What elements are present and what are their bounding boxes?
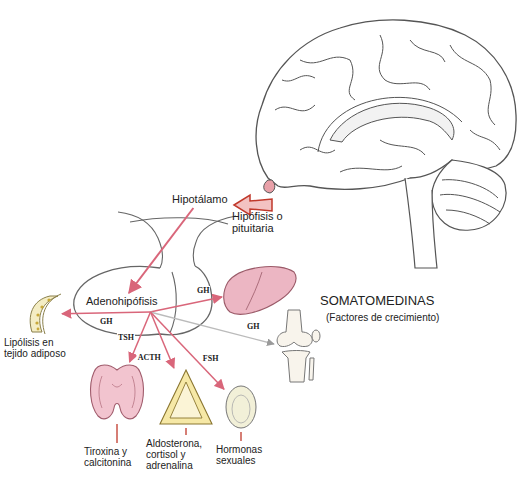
organ-part [30, 296, 58, 332]
structure-label: Hipófisis o pituitaria [232, 210, 306, 234]
adipose-tissue: Lipólisis en tejido adiposo [28, 294, 62, 334]
pituitary-lobe [74, 266, 212, 335]
organ-caption: Aldosterona, cortisol y adrenalina [146, 438, 212, 471]
label-anchor: ACTH [137, 352, 162, 361]
gyrus-line [379, 35, 430, 90]
product-label: SOMATOMEDINAS [320, 294, 434, 308]
organ-part [170, 382, 202, 418]
organ-shape [88, 362, 146, 422]
hormone-arrow [150, 312, 274, 344]
organ-part [226, 386, 256, 428]
leader-line [185, 428, 186, 435]
knee-drawing [277, 310, 320, 382]
gyrus-line [410, 40, 445, 62]
gyrus-line [275, 105, 315, 111]
gyrus-line [470, 130, 500, 150]
gyrus-line [300, 57, 355, 100]
hormone-label: FSH [202, 354, 220, 363]
lobe-divider [170, 272, 176, 333]
product-note: (Factores de crecimiento) [326, 312, 439, 323]
organ-part [36, 313, 39, 316]
hormone-label: ACTH [137, 352, 162, 361]
stalk-right [193, 216, 236, 266]
organ-part [37, 328, 40, 331]
organ-caption: Hormonas sexuales [216, 444, 274, 466]
hormone-label: GH [246, 322, 260, 331]
organ-part [160, 370, 212, 424]
cerebrum-outline [256, 20, 516, 189]
hormone-label: GH [196, 286, 210, 295]
organ-part [99, 376, 135, 408]
patella [312, 330, 320, 342]
pituitary-small [264, 180, 275, 193]
gyrus-line [450, 45, 495, 125]
organ-part [91, 365, 144, 419]
organ-part [40, 305, 43, 308]
fibula [309, 358, 314, 380]
cerebellum-folia [440, 180, 500, 224]
label-anchor: GH [99, 316, 113, 325]
hormone-arrow [150, 297, 222, 312]
organ-shape [28, 294, 62, 334]
hormone-label: TSH [117, 333, 135, 342]
femur [277, 310, 312, 347]
organ-caption: Tiroxina y calcitonina [84, 446, 146, 468]
tibia [282, 351, 310, 383]
gyrus-line [300, 147, 335, 153]
brainstem [405, 178, 437, 268]
brain-drawing [256, 20, 516, 268]
liver-lobe-line [246, 272, 262, 310]
organ-caption: Lipólisis en tejido adiposo [4, 337, 80, 359]
label-anchor: FSH [202, 354, 220, 363]
organ-shape [224, 384, 258, 430]
hypothalamus-label-box: Hipotálamo [170, 191, 230, 208]
leader-line [116, 424, 117, 443]
hormone-arrow [62, 312, 150, 314]
thalamus-line [380, 140, 425, 155]
organ-part [47, 298, 50, 301]
gonad: Hormonas sexuales [224, 384, 258, 430]
structure-name: Adenohipófisis [86, 295, 158, 308]
adenohypophysis-box: Adenohipófisis [84, 293, 160, 312]
gyrus-line [340, 166, 402, 172]
label-anchor: (Factores de crecimiento) [326, 312, 439, 323]
label-anchor: TSH [117, 333, 135, 342]
adrenal-gland: Aldosterona, cortisol y adrenalina [158, 368, 214, 426]
label-anchor: Hipófisis o pituitaria [232, 210, 306, 234]
corpus-callosum [330, 103, 454, 142]
cerebellum [432, 160, 506, 230]
hormone-label: GH [99, 316, 113, 325]
leader-line [240, 432, 241, 441]
label-anchor: SOMATOMEDINAS [320, 294, 434, 308]
structure-name: Hipotálamo [172, 193, 228, 206]
gyrus-line [282, 76, 315, 81]
organ-part [35, 321, 38, 324]
stalk-left [118, 212, 162, 268]
organ-shape [158, 368, 214, 426]
label-anchor: GH [246, 322, 260, 331]
organ-part [232, 395, 250, 423]
thyroid-gland: Tiroxina y calcitonina [88, 362, 146, 422]
organ-part [43, 294, 61, 334]
liver-drawing [224, 267, 296, 315]
label-anchor: GH [196, 286, 210, 295]
hormone-arrow [129, 208, 193, 293]
